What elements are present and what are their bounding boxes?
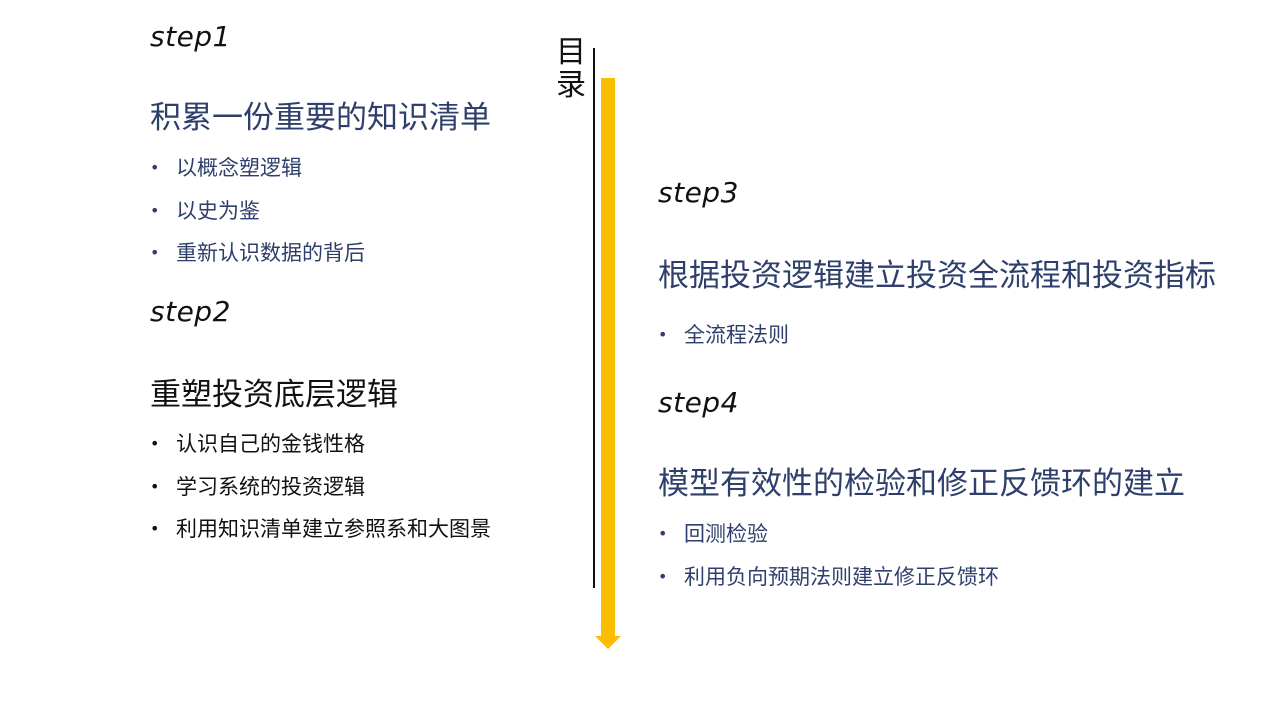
step2-title: 重塑投资底层逻辑: [150, 377, 398, 413]
list-item: 以史为鉴: [150, 196, 365, 239]
toc-label-line2: 录: [556, 68, 586, 103]
toc-label-line1: 目: [556, 35, 586, 70]
step4-label: step4: [658, 386, 739, 419]
list-item: 全流程法则: [658, 320, 789, 363]
step2-label: step2: [150, 295, 231, 328]
step1-bullet-list: 以概念塑逻辑 以史为鉴 重新认识数据的背后: [150, 153, 365, 281]
step2-bullet-list: 认识自己的金钱性格 学习系统的投资逻辑 利用知识清单建立参照系和大图景: [150, 429, 491, 557]
list-item: 认识自己的金钱性格: [150, 429, 491, 472]
list-item: 利用知识清单建立参照系和大图景: [150, 514, 491, 557]
divider-line: [593, 48, 595, 588]
list-item: 重新认识数据的背后: [150, 238, 365, 281]
step1-label: step1: [150, 20, 231, 53]
toc-label: 目 录: [554, 36, 588, 102]
down-arrow-shaft: [601, 78, 615, 636]
list-item: 利用负向预期法则建立修正反馈环: [658, 562, 999, 605]
step4-bullet-list: 回测检验 利用负向预期法则建立修正反馈环: [658, 519, 999, 604]
step3-bullet-list: 全流程法则: [658, 320, 789, 363]
step4-title: 模型有效性的检验和修正反馈环的建立: [658, 466, 1185, 502]
down-arrow-icon: [595, 636, 621, 649]
list-item: 以概念塑逻辑: [150, 153, 365, 196]
list-item: 回测检验: [658, 519, 999, 562]
step3-title: 根据投资逻辑建立投资全流程和投资指标: [658, 258, 1216, 294]
list-item: 学习系统的投资逻辑: [150, 472, 491, 515]
step1-title: 积累一份重要的知识清单: [150, 100, 491, 136]
step3-label: step3: [658, 176, 739, 209]
